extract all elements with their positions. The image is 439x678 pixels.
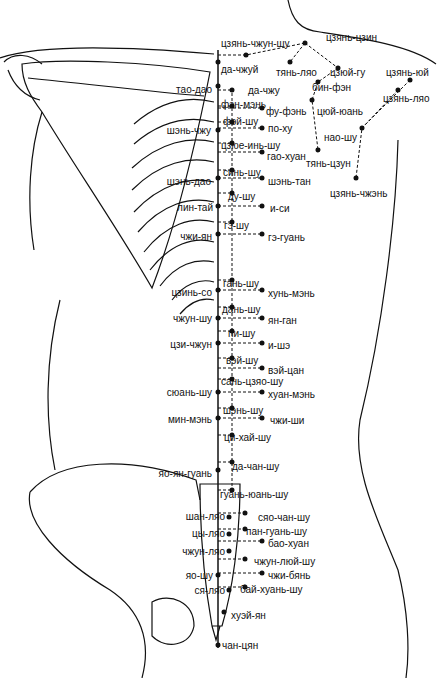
point-name: ян-ган [268,315,297,326]
point-name: шэнь-тан [268,176,311,187]
point-name: гань-шу [223,278,259,289]
point-name: сань-цзяо-шу [221,376,283,387]
point-name: чжи-ян [180,231,212,242]
point-name: цзянь-юй [386,67,429,78]
point-name: фэн-мэнь [221,99,266,110]
ribs [132,100,214,314]
spine-line [217,50,219,648]
point-name: тянь-цзун [306,158,351,169]
point-name: цы-ляо [192,528,225,539]
point-name: пан-гуань-шу [246,526,307,537]
point-name: цзинь-со [171,287,212,298]
point-name: нао-шу [324,132,357,143]
point-name: яо-шу [186,570,213,581]
point-name: пи-шу [228,328,255,339]
point-name: цзянь-ляо [383,93,430,104]
point-name: яо-ян-гуань [159,468,212,479]
point-name: гао-хуан [267,151,306,162]
point-name: чан-цян [222,640,258,651]
point-name: цюй-юань [317,106,363,117]
point-name: бао-хуан [268,538,309,549]
point-name: чжун-ляо [182,546,225,557]
point-name: по-ху [268,123,292,134]
point-name: шэнь-шу [223,405,263,416]
neck-shoulder-outline [288,0,436,64]
point-name: тао-дао [176,84,212,95]
pelvis [29,464,200,678]
point-name: и-си [270,203,290,214]
point-name: чжи-ши [270,415,304,426]
point-name: ду-шу [228,191,255,202]
point-name: ци-хай-шу [224,432,271,443]
point-name: сюань-шу [167,387,212,398]
point-name: чжун-шу [173,313,212,324]
point-name: хунь-мэнь [268,288,315,299]
point-name: гэ-гуань [268,232,305,243]
point-name: цзянь-цзин [326,32,377,43]
point-name: хуан-мэнь [268,389,315,400]
point-name: гэ-шу [224,220,249,231]
point-name: синь-шу [223,167,261,178]
rib-ends [30,112,60,470]
point-name: чжун-люй-шу [254,556,315,567]
point-name: шэнь-дао [167,176,211,187]
point-name: шэнь-чжу [167,125,211,136]
point-name: и-шэ [268,340,290,351]
point-name: цзюе-инь-шу [221,140,280,151]
point-name: мин-мэнь [168,414,212,425]
point-name: шан-ляо [186,511,225,522]
point-name: да-чан-шу [232,461,279,472]
point-name: хуэй-ян [231,610,266,621]
point-name: цзянь-чжэнь [330,188,387,199]
point-name: да-чжуй [221,64,258,75]
shoulder-outline [0,48,214,58]
point-name: чжи-бянь [268,570,310,581]
trunk-outline [359,140,408,678]
point-name: фэй-шу [223,116,258,127]
meridian-dashes [218,43,410,587]
point-name: цзянь-чжун-шу [221,38,290,49]
acupoint-dots [216,41,413,648]
point-name: тянь-ляо [276,67,317,78]
acromion [4,55,42,100]
point-name: бай-хуань-шу [240,584,303,595]
point-name: да-чжу [248,85,280,96]
point-name: цзи-чжун [170,339,212,350]
point-name: вэй-шу [226,355,258,366]
point-name: сяо-чан-шу [258,512,310,523]
point-name: бин-фэн [312,82,351,93]
point-name: вэй-цан [268,365,304,376]
point-name: лин-тай [177,202,213,213]
point-name: фу-фэнь [266,106,307,117]
point-name: цзюй-гу [330,67,365,78]
scapula [22,61,210,288]
point-name: ся-ляо [194,585,225,596]
point-name: дань-шу [222,304,260,315]
point-name: гуань-юань-шу [220,489,288,500]
